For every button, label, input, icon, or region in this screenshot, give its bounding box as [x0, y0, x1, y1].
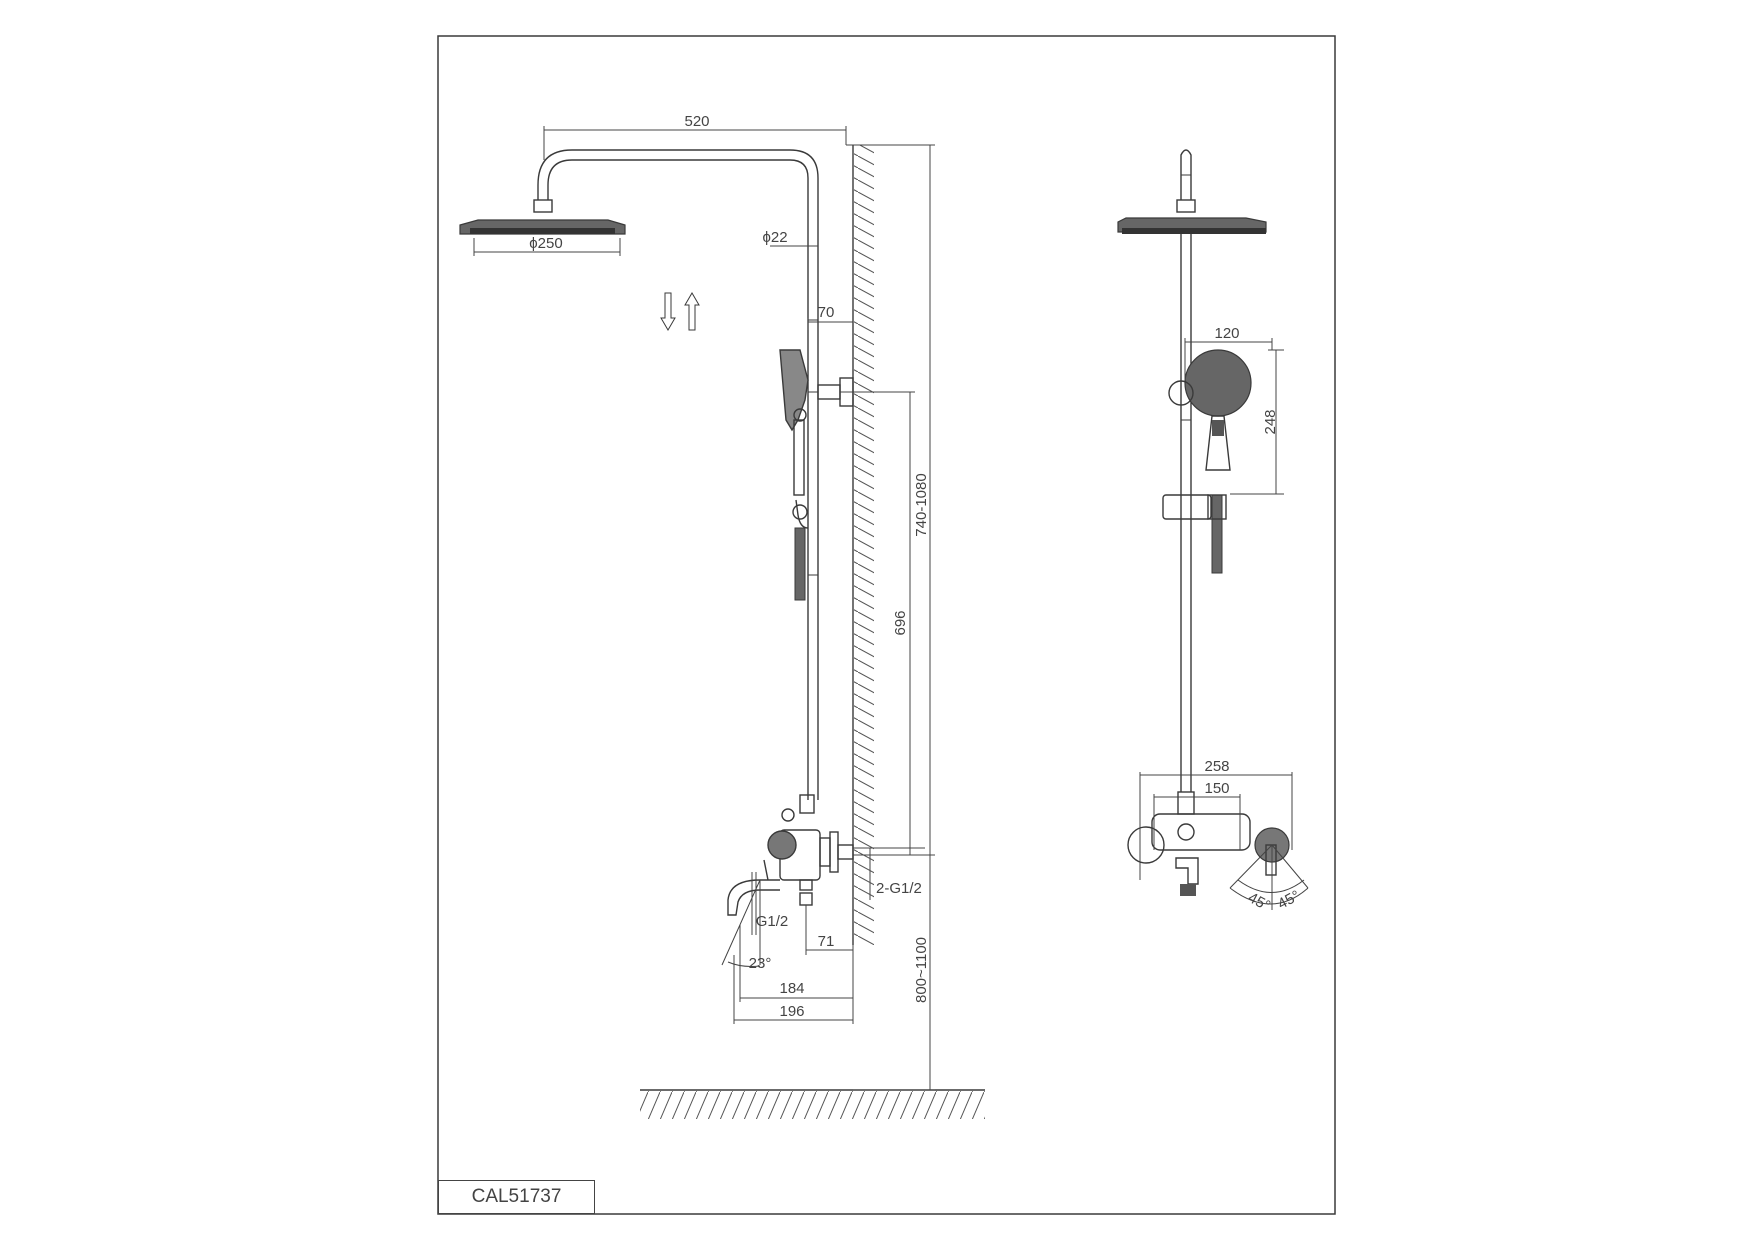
dim-mixer-centres: 150: [1204, 780, 1229, 797]
up-down-arrows-icon: [660, 292, 700, 331]
dimension-lines-front: [1139, 338, 1293, 880]
dimension-lines-side: [473, 126, 935, 1091]
dim-height-range-bottom: 800~1100: [913, 937, 930, 1003]
dim-inlet-thread: 2-G1/2: [876, 880, 922, 897]
dim-spout-thread: G1/2: [756, 913, 789, 930]
wall: [852, 145, 874, 945]
front-shower-head: [1117, 199, 1267, 234]
dim-handle-angle-left: 45°: [1245, 889, 1273, 915]
sheet-border: [437, 35, 1336, 1215]
shower-head: [459, 199, 626, 235]
dim-spout-offset: 71: [818, 933, 835, 950]
dim-height-range-top: 740-1080: [913, 473, 930, 536]
dim-spout-angle: 23°: [749, 955, 772, 972]
front-mixer: [1127, 791, 1290, 896]
dim-depth-1: 184: [779, 980, 804, 997]
dim-bracket-offset: 70: [818, 304, 835, 321]
side-view: 520 ϕ250 ϕ22 70 740-1080 696 2-G1/2 G1/2…: [459, 113, 985, 1119]
front-riser: [1180, 149, 1192, 792]
dim-handshower-width: 120: [1214, 325, 1239, 342]
front-view: 120 248 258 150 45° 45°: [1117, 149, 1309, 915]
dim-head-diameter: ϕ250: [529, 235, 562, 252]
handle-rotation-arc: [1229, 844, 1309, 910]
product-code: CAL51737: [471, 1186, 562, 1207]
floor: [640, 1089, 985, 1119]
dim-lower-height: 696: [892, 610, 909, 635]
dim-handshower-height: 248: [1262, 409, 1279, 434]
product-code-box: CAL51737: [438, 1180, 595, 1214]
mixer-body: [727, 794, 854, 916]
riser-pipe: [537, 149, 819, 800]
dim-pipe-diameter: ϕ22: [762, 229, 787, 246]
front-hand-shower: [1162, 349, 1252, 574]
dim-mixer-width: 258: [1204, 758, 1229, 775]
dim-depth-2: 196: [779, 1003, 804, 1020]
dim-handle-angle-right: 45°: [1275, 887, 1303, 913]
dim-arm-length: 520: [684, 113, 709, 130]
hand-shower: [779, 349, 809, 601]
